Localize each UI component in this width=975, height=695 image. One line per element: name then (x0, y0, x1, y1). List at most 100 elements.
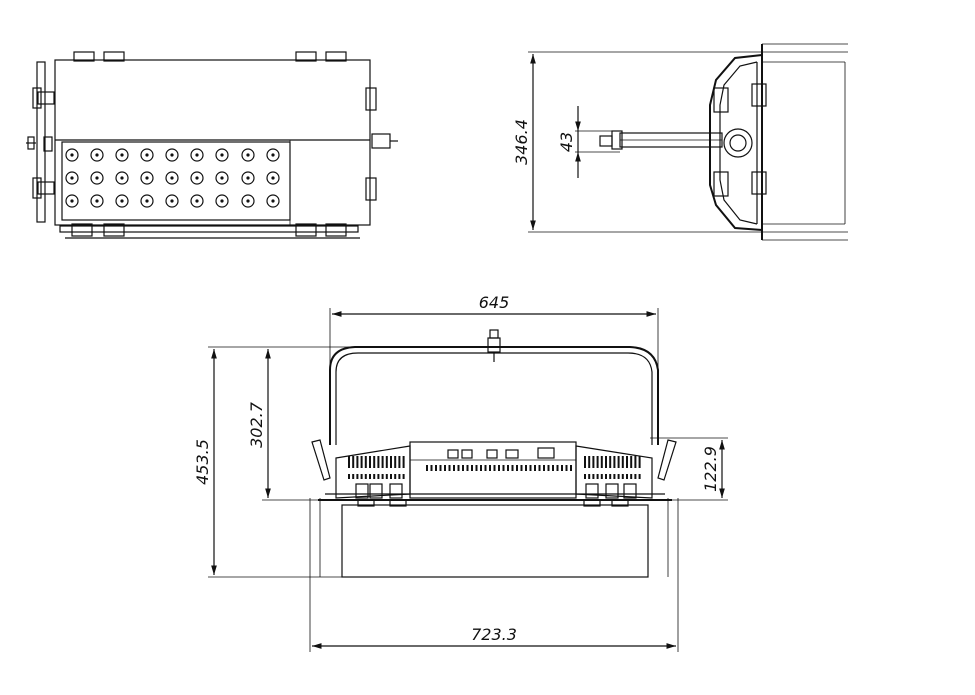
led-lens (65, 194, 79, 208)
vent-slot (638, 456, 641, 468)
vent-slot (600, 456, 603, 468)
vent-slot (613, 456, 616, 468)
led-lens (215, 148, 229, 162)
dim-43: 43 (557, 132, 576, 152)
vent-slot (390, 456, 392, 468)
led-lens (266, 148, 280, 162)
vent-slot (480, 465, 482, 471)
vent-slot (348, 456, 350, 468)
led-lens (140, 171, 154, 185)
vent-slot (538, 465, 541, 471)
led-center (145, 153, 149, 157)
vent-slot (356, 456, 359, 468)
vent-slot (605, 474, 607, 479)
vent-slot (588, 456, 591, 468)
led-center (95, 199, 99, 203)
led-lens (241, 194, 255, 208)
led-center (271, 199, 275, 203)
led-lens (190, 171, 204, 185)
led-center (70, 153, 74, 157)
led-center (170, 199, 174, 203)
vent-slot (534, 465, 536, 471)
vent-slot (348, 474, 350, 479)
vent-slot (402, 456, 405, 468)
vent-slot (352, 474, 355, 479)
led-center (195, 153, 199, 157)
led-center (220, 153, 224, 157)
vent-slot (462, 465, 464, 471)
led-center (220, 199, 224, 203)
vent-slot (543, 465, 545, 471)
led-center (70, 199, 74, 203)
vent-slot (356, 474, 359, 479)
side-view: 346.4 43 (512, 43, 848, 241)
vent-slot (360, 474, 363, 479)
dim-453-5: 453.5 (193, 439, 212, 485)
led-center (195, 199, 199, 203)
top-view (26, 51, 398, 239)
led-lens (115, 171, 129, 185)
led-lens (215, 171, 229, 185)
vent-slot (377, 474, 380, 479)
vent-slot (402, 474, 405, 479)
vent-slot (621, 474, 624, 479)
vent-slot (516, 465, 518, 471)
vent-slot (525, 465, 527, 471)
led-center (246, 199, 250, 203)
led-center (145, 176, 149, 180)
led-lens (266, 194, 280, 208)
led-center (145, 199, 149, 203)
vent-slot (448, 465, 451, 471)
led-lens (65, 148, 79, 162)
vent-slot (364, 456, 367, 468)
vent-slot (600, 474, 603, 479)
led-center (120, 153, 124, 157)
vent-slot (570, 465, 572, 471)
led-lens (115, 148, 129, 162)
vent-slot (381, 456, 384, 468)
vent-slot (369, 456, 371, 468)
led-lens (140, 194, 154, 208)
vent-slot (373, 456, 376, 468)
vent-slot (435, 465, 437, 471)
vent-slot (626, 474, 628, 479)
vent-slot (529, 465, 532, 471)
vent-slot (634, 456, 637, 468)
vent-slot (630, 474, 633, 479)
dim-723-3: 723.3 (471, 625, 517, 644)
led-center (271, 176, 275, 180)
vent-slot (511, 465, 514, 471)
vent-slot (493, 465, 496, 471)
vent-slot (565, 465, 568, 471)
vent-slot (609, 474, 612, 479)
vent-slot (502, 465, 505, 471)
vent-slot (385, 474, 388, 479)
led-center (95, 153, 99, 157)
vent-slot (484, 465, 487, 471)
vent-slots (348, 456, 641, 479)
vent-slot (398, 456, 401, 468)
led-center (170, 153, 174, 157)
vent-slot (430, 465, 433, 471)
vent-slot (552, 465, 554, 471)
vent-slot (638, 474, 641, 479)
led-center (246, 153, 250, 157)
vent-slot (605, 456, 607, 468)
vent-slot (385, 456, 388, 468)
vent-slot (626, 456, 628, 468)
led-center (246, 176, 250, 180)
led-center (170, 176, 174, 180)
led-lens (165, 194, 179, 208)
vent-slot (547, 465, 550, 471)
vent-slot (364, 474, 367, 479)
vent-slot (617, 474, 620, 479)
led-lens (266, 171, 280, 185)
vent-slot (475, 465, 478, 471)
led-lens (140, 148, 154, 162)
vent-slot (561, 465, 563, 471)
vent-slot (507, 465, 509, 471)
vent-slot (584, 456, 586, 468)
led-center (271, 153, 275, 157)
vent-slot (398, 474, 401, 479)
led-lens (165, 148, 179, 162)
